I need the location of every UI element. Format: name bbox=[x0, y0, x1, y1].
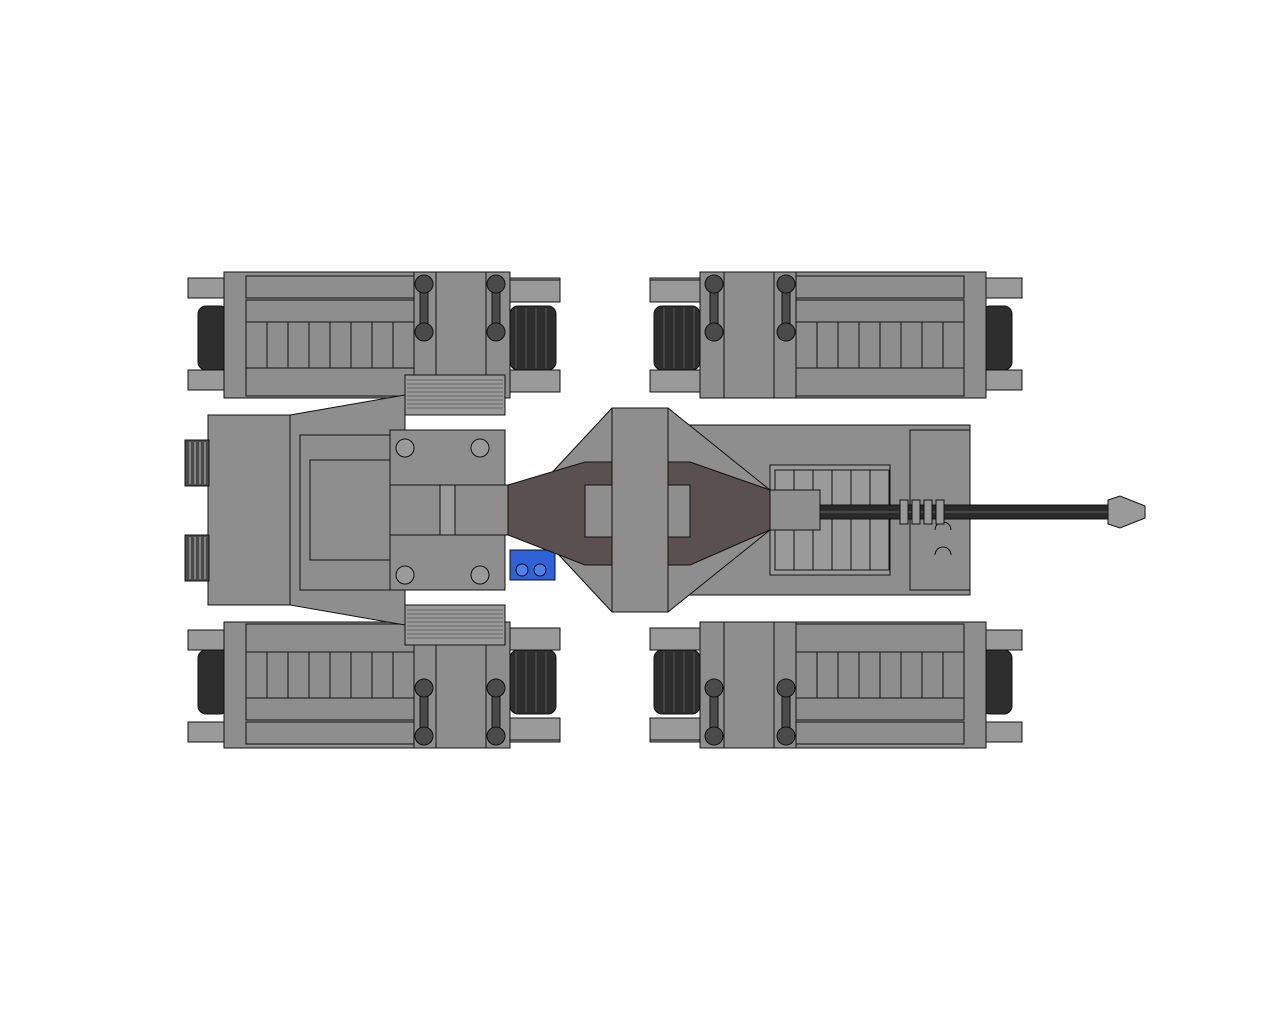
barrel-ring bbox=[911, 499, 921, 525]
pod-end bbox=[509, 369, 561, 393]
pod-plate bbox=[245, 275, 415, 299]
pod-end bbox=[649, 717, 701, 741]
grille-tile bbox=[869, 469, 890, 571]
pod-plate bbox=[795, 299, 965, 323]
engine-cover bbox=[309, 459, 391, 561]
track-pod bbox=[187, 271, 561, 399]
pin-head bbox=[486, 274, 506, 294]
pod-plate bbox=[795, 697, 965, 721]
grille-tile bbox=[850, 469, 871, 571]
pod-tile bbox=[921, 321, 944, 369]
pod-plate bbox=[245, 721, 415, 745]
pod-plate bbox=[245, 299, 415, 323]
pod-tile bbox=[329, 651, 352, 699]
pod-tile bbox=[350, 651, 373, 699]
grille-tile bbox=[831, 469, 852, 571]
hinge-stud bbox=[395, 438, 415, 458]
pin-head bbox=[704, 678, 724, 698]
pod-plate bbox=[795, 623, 965, 653]
pod-plate bbox=[245, 367, 415, 397]
pod-tile bbox=[329, 321, 352, 369]
pod-tile bbox=[942, 321, 965, 369]
pod-tile bbox=[287, 651, 310, 699]
turret-spine bbox=[611, 407, 669, 613]
pod-plate bbox=[245, 623, 415, 653]
pod-axle-block bbox=[723, 271, 775, 399]
pod-tile bbox=[266, 651, 289, 699]
vent-bottom bbox=[404, 604, 506, 646]
pod-tile bbox=[350, 321, 373, 369]
barrel-ring bbox=[923, 499, 933, 525]
blue-stud bbox=[515, 563, 529, 577]
cockpit-divider bbox=[439, 484, 456, 536]
pod-tile bbox=[900, 321, 923, 369]
pod-tile bbox=[287, 321, 310, 369]
mantlet bbox=[769, 489, 821, 531]
pod-tile bbox=[245, 321, 268, 369]
pin-head bbox=[704, 726, 724, 746]
pin-head bbox=[414, 322, 434, 342]
pod-tile bbox=[308, 321, 331, 369]
pod-tile bbox=[371, 321, 394, 369]
pod-tile bbox=[245, 651, 268, 699]
pod-end bbox=[649, 279, 701, 303]
pod-tile bbox=[879, 321, 902, 369]
pin-head bbox=[486, 678, 506, 698]
pin-head bbox=[704, 274, 724, 294]
pin-head bbox=[704, 322, 724, 342]
tire bbox=[653, 305, 701, 371]
pin-head bbox=[414, 274, 434, 294]
pod-plate bbox=[245, 697, 415, 721]
pod-tile bbox=[392, 321, 415, 369]
tire bbox=[509, 649, 557, 715]
pod-plate bbox=[795, 275, 965, 299]
pin-head bbox=[414, 678, 434, 698]
pod-end bbox=[649, 627, 701, 651]
hinge-stud bbox=[470, 438, 490, 458]
pod-plate bbox=[795, 721, 965, 745]
pod-tile bbox=[371, 651, 394, 699]
pod-tile bbox=[879, 651, 902, 699]
pod-tile bbox=[795, 321, 818, 369]
pod-tile bbox=[308, 651, 331, 699]
pod-tile bbox=[266, 321, 289, 369]
pod-end bbox=[649, 369, 701, 393]
blue-stud bbox=[533, 563, 547, 577]
pod-end bbox=[509, 279, 561, 303]
pod-end bbox=[509, 627, 561, 651]
pod-tile bbox=[816, 321, 839, 369]
hinge-stud bbox=[470, 565, 490, 585]
pod-axle-block bbox=[723, 621, 775, 749]
pod-tile bbox=[837, 651, 860, 699]
pod-tile bbox=[858, 321, 881, 369]
pod-tile bbox=[900, 651, 923, 699]
vent-top bbox=[404, 374, 506, 416]
pod-tile bbox=[816, 651, 839, 699]
pin-head bbox=[776, 678, 796, 698]
pin-head bbox=[776, 726, 796, 746]
pin-head bbox=[486, 726, 506, 746]
pin-head bbox=[776, 322, 796, 342]
pod-plate bbox=[795, 367, 965, 397]
pod-tile bbox=[837, 321, 860, 369]
pin-head bbox=[776, 274, 796, 294]
tire bbox=[653, 649, 701, 715]
tire bbox=[509, 305, 557, 371]
pod-tile bbox=[795, 651, 818, 699]
track-pod bbox=[649, 621, 1023, 749]
pod-end bbox=[509, 717, 561, 741]
pin-head bbox=[486, 322, 506, 342]
pod-tile bbox=[392, 651, 415, 699]
blue-plate bbox=[509, 549, 556, 581]
muzzle-brake bbox=[1107, 495, 1146, 529]
hinge-stud bbox=[395, 565, 415, 585]
barrel-ring bbox=[935, 499, 945, 525]
barrel-ring bbox=[899, 499, 909, 525]
pod-tile bbox=[858, 651, 881, 699]
pod-tile bbox=[942, 651, 965, 699]
pod-tile bbox=[921, 651, 944, 699]
pin-head bbox=[414, 726, 434, 746]
track-pod bbox=[649, 271, 1023, 399]
